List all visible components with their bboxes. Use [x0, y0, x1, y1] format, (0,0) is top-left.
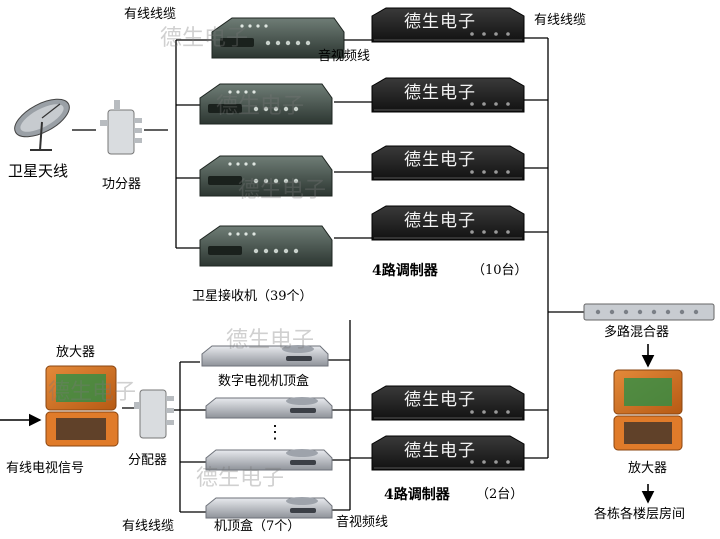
modulator-brand-text: 德生电子	[404, 390, 476, 410]
amplifier-right-label: 放大器	[628, 461, 668, 476]
power-divider-icon	[100, 100, 142, 155]
satellite-receiver-icon	[199, 225, 333, 267]
ellipsis-mark: ⋮	[266, 422, 284, 443]
power-divider-label: 功分器	[102, 177, 142, 192]
amplifier-box-icon	[45, 365, 119, 447]
modulator-rack-icon	[371, 7, 525, 43]
av-cable-label-top: 音视频线	[318, 49, 371, 64]
modulator-group-2-count: （2台）	[476, 487, 524, 502]
connection-lines	[72, 37, 584, 513]
satellite-receiver-label: 卫星接收机（39个）	[192, 289, 313, 304]
stb-count-label: 机顶盒（7个）	[214, 519, 301, 534]
cable-label-top-right: 有线线缆	[534, 13, 587, 28]
av-cable-label-bottom: 音视频线	[336, 515, 389, 530]
digital-tv-stb-label: 数字电视机顶盒	[218, 374, 310, 389]
set-top-box-icon	[201, 345, 329, 367]
modulator-rack-icon	[371, 145, 525, 181]
multi-mixer-label: 多路混合器	[604, 325, 670, 340]
satellite-receiver-icon	[211, 17, 345, 59]
modulator-brand-text: 德生电子	[404, 83, 476, 103]
modulator-rack-icon	[371, 435, 525, 471]
set-top-box-icon	[205, 497, 333, 519]
modulator-rack-icon	[371, 205, 525, 241]
satellite-receiver-icon	[199, 155, 333, 197]
cable-label-top-left: 有线线缆	[124, 7, 177, 22]
amplifier-left-label: 放大器	[56, 345, 96, 360]
splitter-icon	[134, 389, 174, 439]
modulator-rack-icon	[371, 77, 525, 113]
cable-label-bottom: 有线线缆	[122, 519, 175, 534]
splitter-label: 分配器	[128, 453, 168, 468]
building-rooms-label: 各栋各楼层房间	[594, 507, 686, 522]
mixer-rack-icon	[583, 303, 715, 321]
modulator-group-1-count: （10台）	[472, 263, 528, 278]
modulator-brand-text: 德生电子	[404, 150, 476, 170]
modulator-brand-text: 德生电子	[404, 441, 476, 461]
modulator-group-1-label: 4路调制器	[372, 263, 438, 279]
set-top-box-icon	[205, 397, 333, 419]
modulator-group-2-label: 4路调制器	[384, 487, 450, 503]
satellite-receiver-icon	[199, 83, 333, 125]
satellite-antenna-label: 卫星天线	[8, 162, 69, 180]
satellite-dish-icon	[14, 98, 70, 151]
modulator-rack-icon	[371, 385, 525, 421]
amplifier-box-icon-right	[613, 369, 683, 451]
modulator-brand-text: 德生电子	[404, 12, 476, 32]
cable-tv-signal-label: 有线电视信号	[6, 461, 85, 476]
set-top-box-icon	[205, 449, 333, 471]
modulator-brand-text: 德生电子	[404, 211, 476, 231]
